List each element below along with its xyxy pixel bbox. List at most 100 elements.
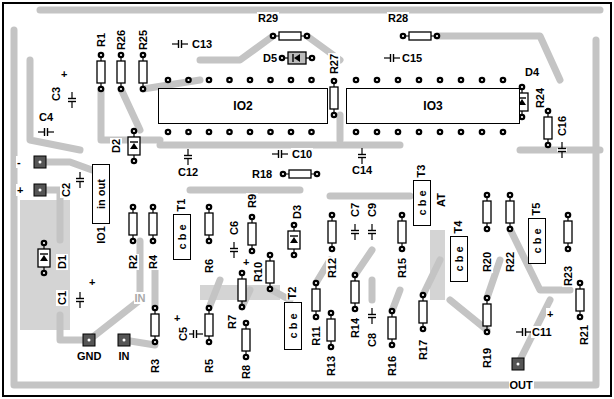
part-label: C7 (349, 202, 361, 218)
drill-hole (39, 189, 42, 192)
drill-hole (269, 288, 271, 290)
ic-outline: IO2 (158, 88, 328, 124)
capacitor-plate (68, 101, 76, 102)
drill-hole (460, 79, 462, 81)
capacitor-gap (179, 39, 182, 49)
drill-hole (354, 274, 356, 276)
solder-pad (484, 226, 491, 233)
diode-bar (40, 253, 48, 254)
drill-hole (293, 254, 295, 256)
resistor-symbol (266, 261, 274, 283)
drill-hole (208, 240, 210, 242)
capacitor-plate (230, 248, 238, 249)
diode-symbol (130, 143, 138, 149)
copper-trace (437, 36, 560, 80)
drill-hole (418, 131, 420, 133)
transistor-outline: c b eT4 (450, 236, 468, 282)
resistor-symbol (327, 319, 335, 341)
solder-pad (328, 310, 335, 317)
solder-pad (206, 238, 213, 245)
drill-hole (397, 131, 399, 133)
solder-pad (249, 248, 256, 255)
copper-trace (520, 147, 600, 154)
solder-pad (395, 77, 402, 84)
solder-pad (374, 129, 381, 136)
copper-trace (14, 30, 596, 385)
copper-trace (330, 193, 410, 200)
drill-hole (208, 341, 210, 343)
solder-pad (243, 320, 250, 327)
part-label: C10 (291, 148, 313, 160)
pin-letters: c b e (176, 224, 188, 249)
drill-hole (120, 54, 122, 56)
drill-hole (397, 79, 399, 81)
resistor-symbol (139, 61, 147, 83)
solder-pad (437, 129, 444, 136)
drill-hole (152, 240, 154, 242)
resistor-symbol (205, 314, 213, 336)
solder-pad (41, 270, 48, 277)
drill-hole (187, 131, 189, 133)
part-label: C14 (351, 164, 373, 176)
drill-hole (422, 328, 424, 330)
drill-hole (281, 57, 283, 59)
solder-pad (331, 78, 338, 85)
solder-pad (150, 204, 157, 211)
drill-hole (330, 312, 332, 314)
polarity-mark: + (16, 184, 24, 196)
solder-pad (420, 292, 427, 299)
capacitor-plate (76, 181, 84, 182)
diode-body (38, 249, 50, 267)
drill-hole (521, 86, 523, 88)
drill-hole (100, 88, 102, 90)
solder-pad (206, 129, 213, 136)
diode-symbol (290, 237, 298, 243)
pad-label: GND (76, 350, 102, 362)
transistor-outline: c b eT2 (284, 302, 302, 350)
polarity-mark: + (242, 256, 250, 268)
solder-pad (329, 246, 336, 253)
drill-hole (249, 131, 251, 133)
drill-hole (316, 173, 318, 175)
polarity-mark: + (546, 308, 554, 320)
drill-hole (208, 79, 210, 81)
resistor-symbol (149, 213, 157, 235)
part-label: T1 (175, 197, 187, 212)
resistor-symbol (151, 314, 159, 336)
solder-pad (226, 77, 233, 84)
part-label: R23 (562, 265, 574, 287)
capacitor-plate (368, 314, 376, 315)
part-label: R27 (328, 53, 340, 75)
solder-pad (152, 339, 159, 346)
part-label: AT (435, 192, 447, 208)
drill-hole (282, 173, 284, 175)
capacitor-plate (368, 233, 376, 234)
part-label: R6 (203, 258, 215, 274)
part-label: T5 (530, 201, 542, 216)
part-label: C6 (228, 220, 240, 236)
drill-hole (269, 79, 271, 81)
regulator-outline: in outIO1 (92, 164, 110, 224)
drill-hole (481, 131, 483, 133)
drill-hole (39, 161, 42, 164)
diode-bar (130, 141, 138, 142)
capacitor-gap (367, 231, 377, 234)
square-pad (34, 156, 46, 168)
capacitor-plate (525, 328, 526, 336)
resistor-symbol (129, 213, 137, 235)
part-label: C1 (56, 290, 68, 306)
part-label: C5 (177, 326, 189, 342)
drill-hole (133, 160, 135, 162)
solder-pad (577, 314, 584, 321)
capacitor-gap (279, 149, 282, 159)
drill-hole (208, 131, 210, 133)
solder-pad (206, 305, 213, 312)
solder-pad (500, 77, 507, 84)
solder-pad (130, 238, 137, 245)
part-label: T2 (286, 285, 298, 300)
resistor-symbol (279, 32, 301, 40)
solder-pad (267, 286, 274, 293)
drill-hole (272, 35, 274, 37)
part-label: C4 (38, 111, 54, 123)
drill-hole (132, 206, 134, 208)
